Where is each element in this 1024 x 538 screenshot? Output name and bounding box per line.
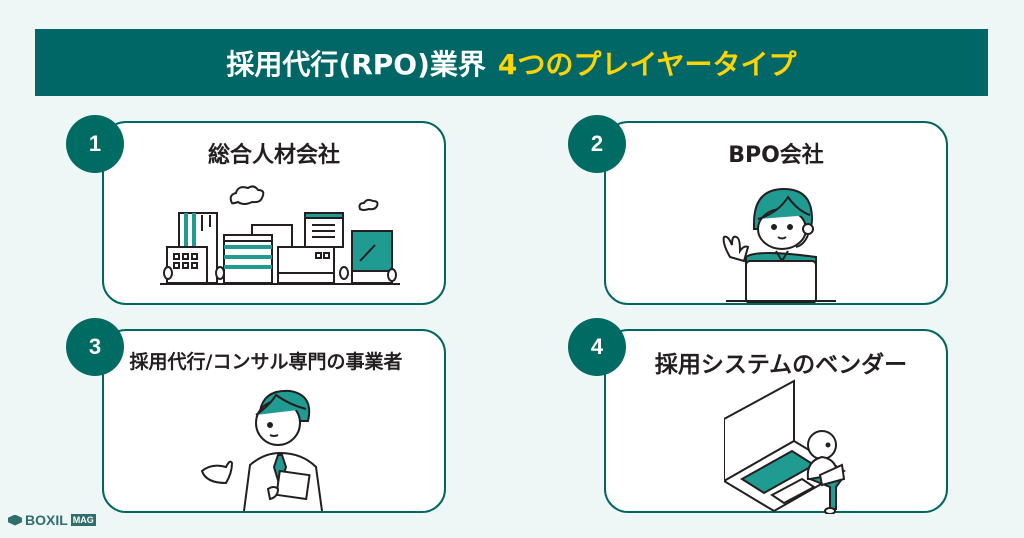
logo-mark-icon [8,514,22,526]
city-buildings-icon [160,185,400,285]
player-card-1: 総合人材会社 [102,121,446,305]
player-card-3: 採用代行/コンサル専門の事業者 [102,329,446,513]
number-badge-4: 4 [568,318,626,376]
logo-name: BOXIL [25,512,68,528]
number-badge-2: 2 [568,115,626,173]
number-badge-3: 3 [66,318,124,376]
card-title: 採用システムのベンダー [654,352,908,378]
logo-suffix: MAG [70,514,96,526]
boxil-mag-logo: BOXIL MAG [8,512,96,528]
player-card-4: 採用システムのベンダー [604,329,948,514]
title-banner: 採用代行(RPO)業界 4つのプレイヤータイプ [35,29,988,96]
number-badge-1: 1 [66,115,124,173]
title-highlight: 4つのプレイヤータイプ [497,47,797,81]
card-title: 採用代行/コンサル専門の事業者 [129,351,403,373]
card-title: BPO会社 [728,143,824,168]
consultant-man-icon [200,389,323,511]
laptop-user-icon [724,379,846,514]
title-main: 採用代行(RPO)業界 [226,47,486,81]
player-card-2: BPO会社 [604,121,948,305]
operator-headset-icon [722,187,836,303]
card-title: 総合人材会社 [207,143,340,168]
